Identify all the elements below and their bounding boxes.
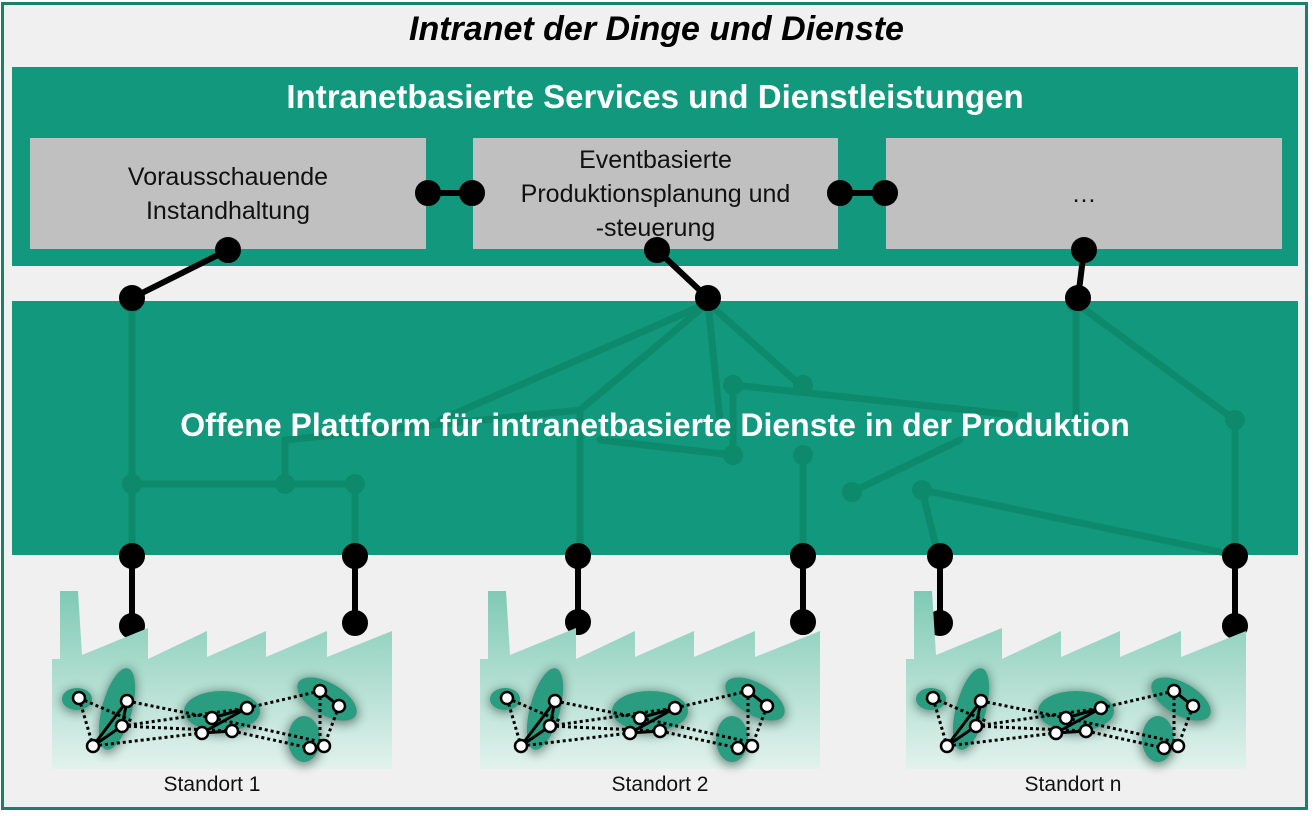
site-label-n: Standort n — [1024, 773, 1122, 796]
platform-layer: Offene Plattform für intranetbasierte Di… — [12, 301, 1298, 555]
service-label-line: … — [1071, 179, 1097, 208]
service-label-line: -steuerung — [595, 213, 716, 242]
service-label-line: Vorausschauende — [127, 162, 329, 191]
service-label-line: Eventbasierte — [579, 145, 732, 174]
service-predictive-maintenance: Vorausschauende Instandhaltung — [30, 138, 426, 249]
service-event-based-planning: Eventbasierte Produktionsplanung und -st… — [473, 138, 838, 249]
site-label-1: Standort 1 — [163, 773, 261, 796]
service-label-line: Instandhaltung — [145, 196, 310, 225]
site-label-2: Standort 2 — [611, 773, 709, 796]
service-label-line: Produktionsplanung und — [520, 179, 791, 208]
diagram-title: Intranet der Dinge und Dienste — [409, 10, 904, 48]
service-more: … — [886, 138, 1282, 249]
services-layer-title: Intranetbasierte Services und Dienstleis… — [286, 78, 1024, 115]
platform-layer-title: Offene Plattform für intranetbasierte Di… — [180, 407, 1130, 443]
